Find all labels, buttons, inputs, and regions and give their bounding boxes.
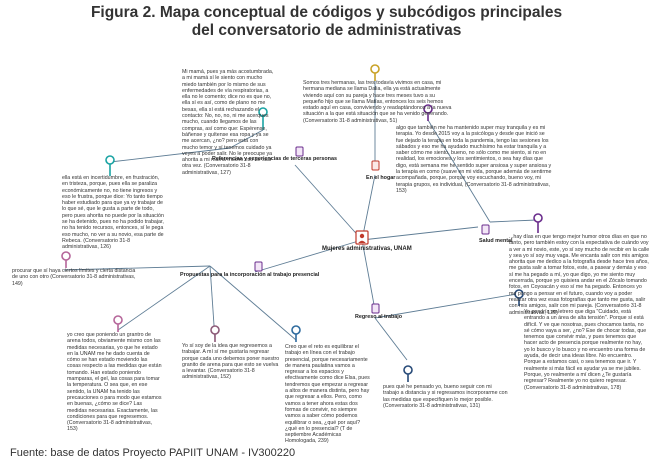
pin-pensado-icon (403, 365, 413, 382)
edge-central-salud (361, 226, 479, 241)
edge-central-hogar (361, 174, 376, 241)
edge-prop-grantro (117, 265, 211, 331)
code-salud-mental: Salud mental (479, 238, 513, 244)
edge-salud-humor (489, 219, 538, 223)
user-document-icon (355, 230, 369, 245)
edge-reg-pensado (374, 317, 408, 361)
quote-incertidumbre: ella está en incertidumbre, en frustraci… (62, 175, 164, 251)
quote-humor: ...hay días en que tengo mejor humor otr… (509, 234, 650, 316)
central-node-label: Mujeres administrativas, UNAM (322, 246, 412, 252)
doc-icon-hogar (371, 160, 380, 171)
edge-salud-terapia (427, 119, 491, 223)
source-caption: Fuente: base de datos Proyecto PAPIIT UN… (10, 447, 296, 459)
quote-pondria: Yo pondría un letrero que diga "Cuidado,… (524, 309, 647, 391)
edge-ref-incert (109, 147, 231, 163)
code-en-el-hogar: En el hogar (366, 175, 396, 181)
pin-yosoy-icon (210, 325, 220, 342)
pin-procurar-icon (61, 251, 71, 268)
edge-ref-mama (229, 129, 264, 149)
edge-central-propuestas (254, 239, 363, 273)
doc-icon-referencias (295, 146, 304, 157)
code-propuestas: Propuestas para la incorporación al trab… (180, 272, 320, 278)
figure-title-line2: del conversatorio de administrativas (191, 22, 462, 39)
pin-mama-icon (258, 107, 268, 130)
figure-title-line1: Figura 2. Mapa conceptual de códigos y s… (90, 4, 563, 21)
quote-mama: Mi mamá, pues ya más acostumbrada, a mi … (182, 69, 274, 176)
pin-grantro-icon (113, 315, 123, 332)
edge-central-referencias (294, 164, 363, 241)
quote-terapia: algo que también me ha mantenido super m… (396, 125, 552, 194)
doc-icon-regreso (371, 303, 380, 314)
pin-equilibrar-icon (291, 325, 301, 342)
quote-pensado: pues qué he pensado yo, bueno seguir con… (383, 384, 508, 409)
code-regreso: Regreso al trabajo (355, 314, 403, 320)
pin-hermanas-icon (370, 64, 380, 81)
edge-central-regreso (361, 239, 376, 311)
edge-prop-procurar (63, 265, 211, 271)
doc-icon-salud (481, 224, 490, 235)
pin-humor-icon (533, 213, 543, 233)
quote-yosoy: Yo sí soy de la idea que regresemos a tr… (182, 343, 280, 381)
pin-terapia-icon (423, 104, 433, 121)
edge-reg-pondria (374, 293, 518, 319)
quote-equilibrar: Creo que el reto es equilibrar el trabaj… (285, 344, 370, 445)
quote-procurar: procurar que sí haya ciertos límites y c… (12, 268, 136, 287)
edge-prop-equilibrar (209, 265, 297, 341)
doc-icon-propuestas (254, 261, 263, 272)
quote-grantro: yo creo que poniendo un grantro de arena… (67, 332, 162, 433)
code-referencias: Referencias y experiencias de terceras p… (212, 156, 337, 162)
pin-pondria-icon (514, 289, 524, 306)
quote-hermanas: Somos tres hermanas, las tres todavía vi… (303, 80, 452, 124)
pin-incert-icon (105, 155, 115, 176)
